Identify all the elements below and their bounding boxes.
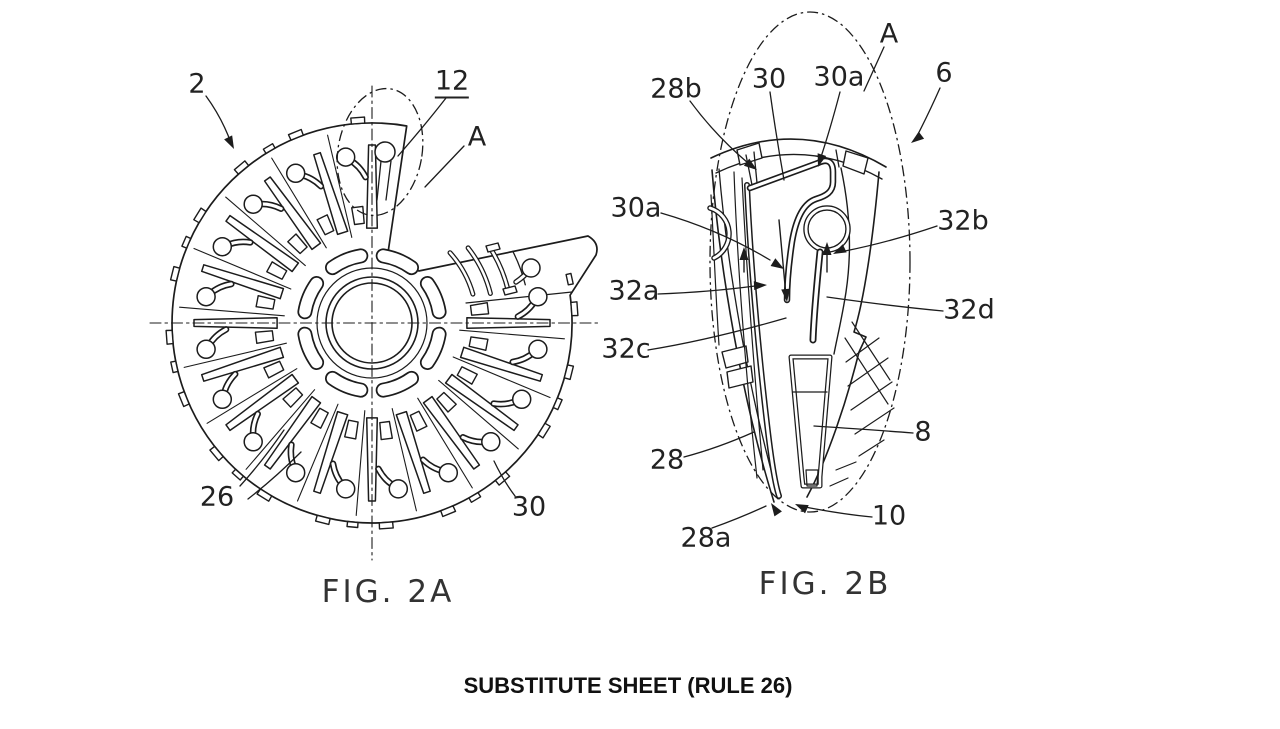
fig2a-caption: FIG. 2A [321,574,455,610]
fig2b-label-28b: 28b [650,73,702,105]
fig2b-label-6: 6 [935,57,953,89]
fig2b-label-32a: 32a [608,275,660,307]
fig2b-label-32b: 32b [937,205,989,237]
fig2b-label-32d: 32d [943,294,995,326]
fig2b-label-30a-top: 30a [813,61,865,93]
fig2b-label-28: 28 [649,444,685,476]
fig2b-label-30: 30 [751,63,787,95]
fig2b-drawing [707,11,911,513]
fig2b-leaders [647,46,944,529]
fig2a-drawing [165,87,598,530]
fig2a-label-30: 30 [511,491,547,523]
fig2a-label-12: 12 [434,65,470,99]
fig2b-label-A: A [879,18,899,50]
fig2a-label-A: A [467,121,487,153]
fig2a-leaders [149,85,601,561]
fig2b-label-32c: 32c [601,333,651,365]
fig2b-label-28a: 28a [680,522,732,554]
fig2b-label-10: 10 [871,500,907,532]
fig2b-label-30a-left: 30a [610,192,662,224]
fig2b-caption: FIG. 2B [758,566,892,602]
fig2b-label-8: 8 [914,416,932,448]
fig2a-label-2: 2 [188,68,206,100]
sheet-rule-note: SUBSTITUTE SHEET (RULE 26) [463,673,793,698]
fig2a-label-26: 26 [199,481,235,513]
